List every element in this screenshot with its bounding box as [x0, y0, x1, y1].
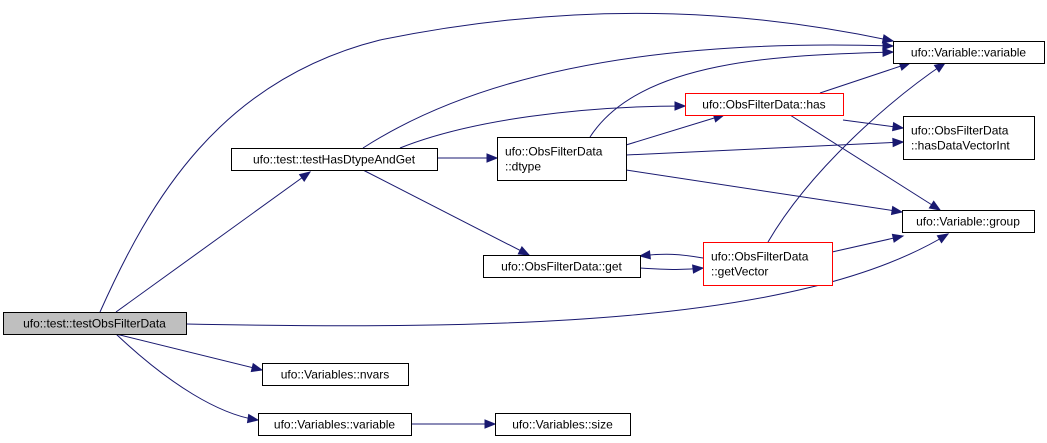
call-edge-obsGet-to-getVector [639, 264, 705, 274]
node-box [258, 413, 412, 436]
edge-line [831, 235, 904, 253]
call-edge-testHasDtypeAndGet-to-dtype [437, 153, 499, 163]
node-box [893, 41, 1045, 64]
arrowhead-icon [486, 153, 499, 163]
arrowhead-icon [933, 62, 947, 73]
node-label: ufo::ObsFilterData::has [702, 98, 825, 112]
node-variablesSize[interactable]: ufo::Variables::size [495, 413, 631, 436]
call-edge-testObsFilterData-to-testHasDtypeAndGet [115, 171, 312, 313]
node-label: ufo::ObsFilterData::get [501, 260, 622, 274]
call-graph-nodes: ufo::test::testObsFilterData ufo::test::t… [3, 41, 1045, 436]
call-edge-testObsFilterData-to-nvars [115, 333, 264, 373]
node-label: ufo::test::testObsFilterData [23, 317, 166, 331]
arrowhead-icon [250, 362, 264, 373]
arrowhead-icon [892, 137, 905, 148]
node-box [495, 413, 631, 436]
node-box [231, 148, 438, 171]
edge-line [819, 62, 911, 94]
call-edge-testHasDtypeAndGet-to-obsGet [362, 169, 531, 256]
node-label: ufo::Variable::group [916, 215, 1020, 229]
node-label: ufo::ObsFilterData [711, 250, 809, 264]
edge-line [625, 169, 903, 213]
node-obsGet[interactable]: ufo::ObsFilterData::get [483, 255, 641, 278]
call-edge-dtype-to-variableVariable [589, 47, 895, 138]
call-edge-dtype-to-obsHas [625, 113, 726, 146]
node-label: ufo::ObsFilterData [505, 145, 603, 159]
arrowhead-icon [882, 47, 895, 58]
node-label: ufo::ObsFilterData [911, 124, 1009, 138]
node-dtype[interactable]: ufo::ObsFilterData::dtype [497, 137, 627, 181]
call-edge-getVector-to-variableGroup [831, 233, 905, 253]
arrowhead-icon [890, 205, 904, 216]
call-edge-variablesVariable-to-variablesSize [411, 419, 497, 429]
call-edge-testHasDtypeAndGet-to-variableVariable [362, 40, 895, 149]
node-nvars[interactable]: ufo::Variables::nvars [262, 363, 409, 386]
node-label: ::dtype [505, 160, 541, 174]
node-label: ::hasDataVectorInt [911, 139, 1010, 153]
arrowhead-icon [692, 264, 705, 274]
call-edge-testObsFilterData-to-variableVariable [99, 12, 895, 313]
node-testHasDtypeAndGet[interactable]: ufo::test::testHasDtypeAndGet [231, 148, 438, 171]
arrowhead-icon [891, 233, 905, 243]
edge-line [589, 51, 894, 138]
node-label: ufo::Variables::variable [274, 418, 396, 432]
edge-line [789, 114, 941, 211]
node-label: ::getVector [711, 265, 768, 279]
node-label: ufo::Variables::nvars [281, 368, 390, 382]
node-variablesVariable[interactable]: ufo::Variables::variable [258, 413, 412, 436]
arrowhead-icon [517, 246, 531, 256]
arrowhead-icon [881, 34, 895, 44]
edge-line [115, 333, 259, 421]
node-variableVariable[interactable]: ufo::Variable::variable [893, 41, 1045, 64]
edge-line [185, 233, 949, 327]
edge-line [362, 169, 530, 256]
edge-line [625, 114, 725, 146]
arrowhead-icon [298, 171, 312, 182]
call-edge-getVector-to-obsGet [638, 250, 704, 260]
node-box [497, 137, 627, 181]
node-obsHas[interactable]: ufo::ObsFilterData::has [685, 93, 844, 116]
node-box [262, 363, 409, 386]
node-label: ufo::Variables::size [512, 418, 613, 432]
call-edge-testObsFilterData-to-variablesVariable [115, 333, 260, 424]
arrowhead-icon [882, 40, 895, 51]
call-edge-dtype-to-hasDataVectorInt [625, 137, 905, 156]
arrowhead-icon [674, 101, 687, 111]
node-box [685, 93, 844, 116]
edge-line [99, 12, 894, 313]
call-graph-edges [99, 12, 950, 429]
node-box [483, 255, 641, 278]
edge-line [399, 105, 686, 149]
node-box [903, 116, 1035, 160]
node-label: ufo::Variable::variable [911, 46, 1027, 60]
node-testObsFilterData[interactable]: ufo::test::testObsFilterData [3, 312, 187, 335]
edge-line [115, 333, 263, 371]
arrowhead-icon [638, 250, 651, 260]
call-edge-getVector-to-variableVariable [767, 62, 947, 243]
arrowhead-icon [936, 233, 950, 244]
node-hasDataVectorInt[interactable]: ufo::ObsFilterData::hasDataVectorInt [903, 116, 1035, 160]
node-box [3, 312, 187, 335]
node-label: ufo::test::testHasDtypeAndGet [253, 153, 416, 167]
edge-line [362, 44, 894, 149]
node-variableGroup[interactable]: ufo::Variable::group [902, 210, 1035, 233]
call-edge-dtype-to-variableGroup [625, 169, 904, 216]
edge-line [115, 171, 311, 313]
call-edge-obsHas-to-variableVariable [819, 61, 912, 94]
edge-line [625, 141, 904, 156]
node-box [902, 210, 1035, 233]
arrowhead-icon [892, 121, 905, 132]
node-getVector[interactable]: ufo::ObsFilterData::getVector [703, 242, 833, 286]
call-edge-testObsFilterData-to-variableGroup [185, 233, 950, 327]
arrowhead-icon [928, 200, 942, 211]
node-box [703, 242, 833, 286]
call-edge-obsHas-to-variableGroup [789, 114, 942, 211]
arrowhead-icon [484, 419, 497, 429]
call-edge-testHasDtypeAndGet-to-obsHas [399, 101, 687, 149]
call-edge-obsHas-to-hasDataVectorInt [842, 119, 905, 132]
arrowhead-icon [246, 413, 260, 424]
edge-line [767, 62, 946, 243]
